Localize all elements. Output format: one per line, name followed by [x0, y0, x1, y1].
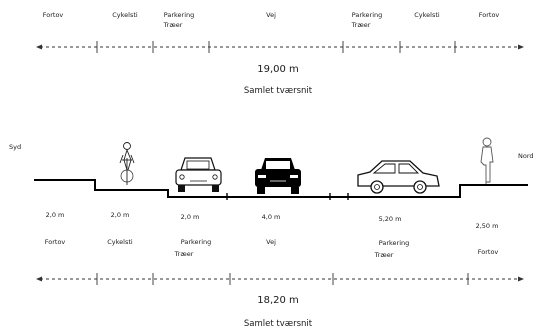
- width-parkering-left: 2,0 m: [181, 213, 200, 221]
- label-syd: Syd: [9, 143, 21, 151]
- top-dimension-line: [36, 41, 524, 53]
- width-fortov-right: 2,50 m: [476, 222, 499, 230]
- label-nord: Nord: [518, 152, 534, 160]
- top-label-traeer-right: Træer: [351, 21, 371, 29]
- top-label-parkering-left: Parkering: [164, 11, 195, 19]
- car-icon-right: [357, 160, 440, 194]
- bottom-dimension-line: [36, 273, 524, 285]
- width-vej: 4,0 m: [262, 213, 281, 221]
- name-parkering-right: Parkering: [379, 239, 410, 247]
- width-fortov-left: 2,0 m: [46, 211, 65, 219]
- top-total-width: 19,00 m: [257, 64, 299, 75]
- car-icon-left: [175, 157, 222, 192]
- name-cykelsti: Cykelsti: [107, 238, 133, 246]
- street-profile-line: [34, 179, 528, 198]
- top-label-fortov-right: Fortov: [479, 11, 500, 19]
- name-traeer-right: Træer: [374, 251, 394, 259]
- top-label-traeer-left: Træer: [163, 21, 183, 29]
- cyclist-icon: [119, 142, 135, 185]
- width-cykelsti: 2,0 m: [111, 211, 130, 219]
- bottom-total-width: 18,20 m: [257, 295, 299, 306]
- top-label-parkering-right: Parkering: [352, 11, 383, 19]
- name-parkering-left: Parkering: [181, 238, 212, 246]
- pedestrian-icon: [480, 137, 494, 184]
- top-label-vej: Vej: [266, 11, 276, 19]
- width-parkering-right: 5,20 m: [379, 215, 402, 223]
- top-label-cykelsti-right: Cykelsti: [414, 11, 440, 19]
- bottom-caption: Samlet tværsnit: [244, 319, 313, 329]
- top-caption: Samlet tværsnit: [244, 86, 313, 96]
- top-label-cykelsti-left: Cykelsti: [112, 11, 138, 19]
- name-traeer-left: Træer: [174, 250, 194, 258]
- top-label-fortov-left: Fortov: [43, 11, 64, 19]
- name-fortov-right: Fortov: [478, 248, 499, 256]
- car-icon-middle: [255, 158, 301, 194]
- name-vej: Vej: [266, 238, 276, 246]
- lane-markers: [226, 193, 349, 200]
- name-fortov-left: Fortov: [45, 238, 66, 246]
